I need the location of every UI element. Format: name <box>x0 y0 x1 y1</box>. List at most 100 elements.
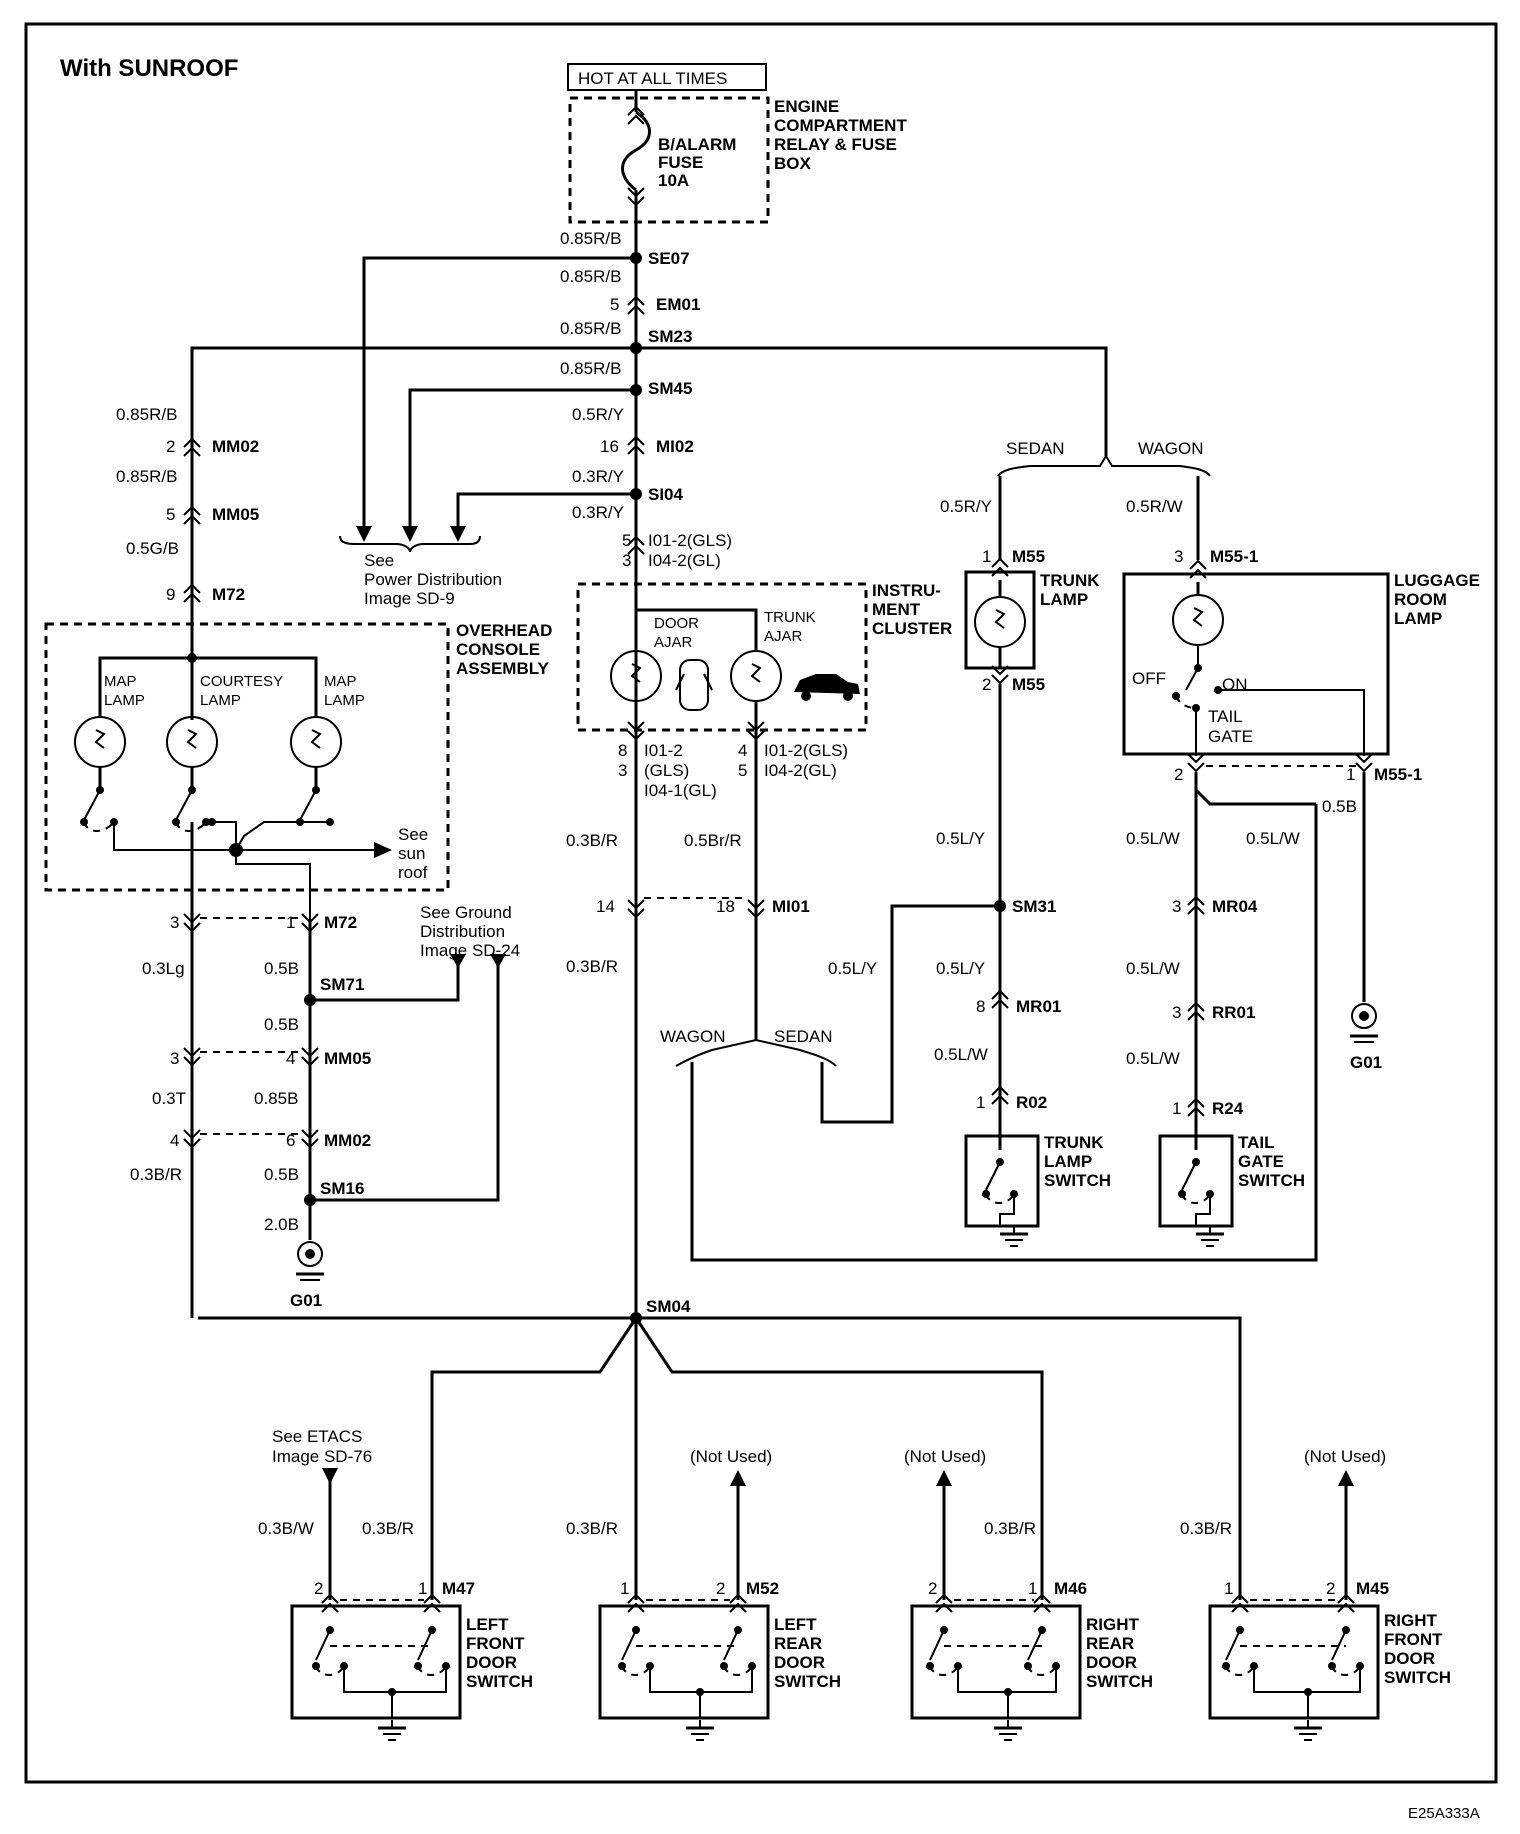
svg-text:0.5R/W: 0.5R/W <box>1126 497 1183 516</box>
svg-text:RR01: RR01 <box>1212 1003 1255 1022</box>
svg-text:0.3B/R: 0.3B/R <box>362 1519 414 1538</box>
left-front-door-switch: LEFT FRONT DOOR SWITCH <box>312 1594 533 1742</box>
trunk-lamp: TRUNK LAMP 1 M55 2 M55 <box>974 547 1100 694</box>
diagram-title: With SUNROOF <box>60 55 238 82</box>
svg-text:0.5L/Y: 0.5L/Y <box>936 829 985 848</box>
svg-text:M45: M45 <box>1356 1579 1389 1598</box>
svg-text:AJAR: AJAR <box>764 628 803 645</box>
svg-text:(Not Used): (Not Used) <box>904 1447 986 1466</box>
svg-text:B/ALARM: B/ALARM <box>658 135 736 154</box>
svg-text:SWITCH: SWITCH <box>1384 1668 1451 1687</box>
svg-text:G01: G01 <box>290 1291 322 1310</box>
instrument-cluster-box <box>576 582 868 732</box>
svg-text:DOOR: DOOR <box>1384 1649 1435 1668</box>
luggage-room-lamp: LUGGAGE ROOM LAMP OFF ON TAIL GATE 3 M55… <box>1132 547 1480 756</box>
svg-text:SM71: SM71 <box>320 975 364 994</box>
svg-text:3: 3 <box>622 551 631 570</box>
svg-text:RIGHT: RIGHT <box>1384 1611 1438 1630</box>
svg-text:MM05: MM05 <box>212 505 259 524</box>
door-ajar-lamp: DOOR AJAR <box>610 615 699 702</box>
svg-text:0.3Lg: 0.3Lg <box>142 959 185 978</box>
left-front-door-switch-box <box>290 1604 462 1720</box>
svg-text:0.3B/R: 0.3B/R <box>566 1519 618 1538</box>
svg-text:TRUNK: TRUNK <box>1044 1133 1104 1152</box>
svg-text:4: 4 <box>170 1131 179 1150</box>
right-front-door-switch-box <box>1208 1604 1380 1720</box>
svg-text:4: 4 <box>286 1049 295 1068</box>
svg-text:BOX: BOX <box>774 154 812 173</box>
right-variant-split: SEDAN WAGON 0.5R/Y 0.5R/W <box>940 439 1211 560</box>
svg-text:CONSOLE: CONSOLE <box>456 640 540 659</box>
svg-text:0.85R/B: 0.85R/B <box>560 359 621 378</box>
left-rear-feed: (Not Used) 0.3B/R 1 2 M52 <box>566 1447 779 1600</box>
power-distribution-ref: See Power Distribution Image SD-9 <box>364 551 502 608</box>
svg-text:Image SD-76: Image SD-76 <box>272 1447 372 1466</box>
svg-text:Distribution: Distribution <box>420 922 505 941</box>
luggage-lamp-wiring: 2 1 M55-1 G01 0.5B 0.5L/W 0.5L/W 3 MR04 … <box>1126 753 1422 1150</box>
overhead-console-label: OVERHEAD CONSOLE ASSEMBLY <box>456 621 552 678</box>
svg-text:0.5L/Y: 0.5L/Y <box>828 959 877 978</box>
svg-text:0.85R/B: 0.85R/B <box>560 319 621 338</box>
svg-text:1: 1 <box>286 913 295 932</box>
svg-text:GATE: GATE <box>1208 727 1253 746</box>
svg-text:LAMP: LAMP <box>104 692 145 709</box>
trunk-lamp-switch-box <box>964 1134 1040 1228</box>
svg-text:COMPARTMENT: COMPARTMENT <box>774 116 907 135</box>
svg-text:SWITCH: SWITCH <box>774 1672 841 1691</box>
svg-text:MM02: MM02 <box>212 437 259 456</box>
svg-text:SWITCH: SWITCH <box>1044 1171 1111 1190</box>
svg-text:M55-1: M55-1 <box>1210 547 1258 566</box>
svg-text:roof: roof <box>398 863 428 882</box>
luggage-room-lamp-box <box>1122 572 1390 756</box>
svg-text:0.5Br/R: 0.5Br/R <box>684 831 742 850</box>
svg-text:MM05: MM05 <box>324 1049 371 1068</box>
svg-text:FRONT: FRONT <box>466 1634 525 1653</box>
svg-text:3: 3 <box>1172 1003 1181 1022</box>
svg-text:3: 3 <box>618 761 627 780</box>
svg-text:3: 3 <box>170 1049 179 1068</box>
svg-text:MR01: MR01 <box>1016 997 1061 1016</box>
svg-text:M47: M47 <box>442 1579 475 1598</box>
svg-text:0.5B: 0.5B <box>264 1015 299 1034</box>
instrument-cluster-label: INSTRU- MENT CLUSTER <box>872 581 952 638</box>
trunk-lamp-switch: TRUNK LAMP SWITCH <box>982 1133 1111 1248</box>
svg-text:0.85B: 0.85B <box>254 1089 298 1108</box>
svg-text:CLUSTER: CLUSTER <box>872 619 952 638</box>
svg-text:TAIL: TAIL <box>1208 707 1243 726</box>
main-wire-labels: 0.85R/B SE07 0.85R/B 5 EM01 0.85R/B SM23… <box>560 229 732 570</box>
svg-text:See Ground: See Ground <box>420 903 512 922</box>
svg-text:0.3R/Y: 0.3R/Y <box>572 467 624 486</box>
svg-text:0.5L/W: 0.5L/W <box>1246 829 1300 848</box>
svg-text:0.3B/R: 0.3B/R <box>566 957 618 976</box>
svg-text:5: 5 <box>166 505 175 524</box>
svg-text:SWITCH: SWITCH <box>1238 1171 1305 1190</box>
svg-text:M72: M72 <box>324 913 357 932</box>
svg-text:M72: M72 <box>212 585 245 604</box>
svg-text:WAGON: WAGON <box>660 1027 725 1046</box>
svg-text:2.0B: 2.0B <box>264 1215 299 1234</box>
svg-text:5: 5 <box>738 761 747 780</box>
svg-text:LAMP: LAMP <box>200 692 241 709</box>
courtesy-lamp: COURTESY LAMP <box>166 673 283 768</box>
svg-text:ROOM: ROOM <box>1394 590 1447 609</box>
svg-text:DOOR: DOOR <box>466 1653 517 1672</box>
svg-text:6: 6 <box>286 1131 295 1150</box>
right-front-door-switch: RIGHT FRONT DOOR SWITCH <box>1222 1594 1451 1742</box>
svg-text:0.5R/Y: 0.5R/Y <box>940 497 992 516</box>
door-switch-feeds <box>430 1316 1242 1600</box>
svg-text:See ETACS: See ETACS <box>272 1427 362 1446</box>
svg-text:0.5L/W: 0.5L/W <box>934 1045 988 1064</box>
svg-text:ASSEMBLY: ASSEMBLY <box>456 659 550 678</box>
svg-text:R24: R24 <box>1212 1099 1244 1118</box>
svg-text:MI02: MI02 <box>656 437 694 456</box>
svg-text:REAR: REAR <box>1086 1634 1134 1653</box>
svg-text:M55: M55 <box>1012 675 1045 694</box>
svg-text:3: 3 <box>1174 547 1183 566</box>
svg-text:Power Distribution: Power Distribution <box>364 570 502 589</box>
svg-text:0.3B/R: 0.3B/R <box>1180 1519 1232 1538</box>
svg-text:SM16: SM16 <box>320 1179 364 1198</box>
diagram-border <box>24 22 1498 1784</box>
svg-text:SEDAN: SEDAN <box>774 1027 833 1046</box>
left-lower-labels: 3 1 M72 0.3Lg 0.5B SM71 0.5B 3 4 MM05 0.… <box>130 913 371 1310</box>
